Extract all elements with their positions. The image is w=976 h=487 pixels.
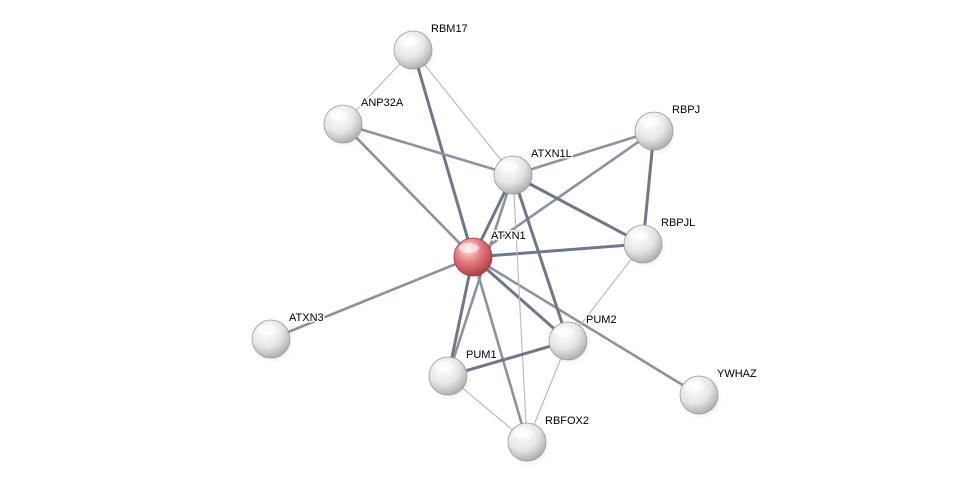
- node-ywhaz[interactable]: YWHAZ: [679, 367, 759, 419]
- node-pum2[interactable]: PUM2: [548, 313, 618, 365]
- edge-atxn1l-rbfox2: [512, 174, 528, 443]
- node-rbfox2[interactable]: RBFOX2: [507, 414, 591, 466]
- edge-rbm17-atxn1l: [412, 49, 514, 176]
- edge-atxn1l-rbpj: [511, 129, 656, 177]
- node-label-atxn3: ATXN3: [289, 312, 324, 324]
- edge-atxn1-rbpj: [471, 129, 656, 259]
- node-highlight: [434, 362, 454, 372]
- node-highlight: [329, 110, 349, 120]
- edge-atxn1-anp32a: [341, 122, 475, 259]
- node-label-pum1: PUM1: [466, 349, 497, 361]
- node-rbm17[interactable]: RBM17: [393, 22, 469, 74]
- node-highlight: [554, 327, 574, 337]
- edge-atxn1l-rbpjl: [511, 173, 645, 246]
- node-label-rbm17: RBM17: [431, 23, 468, 35]
- node-rbpjl[interactable]: RBPJL: [623, 216, 697, 268]
- node-label-ywhaz: YWHAZ: [717, 368, 757, 380]
- edge-atxn1-rbpjl: [471, 242, 645, 259]
- node-highlight: [513, 428, 533, 438]
- node-pum1[interactable]: PUM1: [428, 348, 498, 400]
- node-highlight: [629, 230, 649, 240]
- node-label-anp32a: ANP32A: [361, 97, 404, 109]
- edge-atxn1-rbfox2: [471, 255, 529, 444]
- node-label-rbpj: RBPJ: [672, 104, 700, 116]
- node-atxn3[interactable]: ATXN3: [251, 311, 325, 363]
- node-highlight: [399, 36, 419, 46]
- node-rbpj[interactable]: RBPJ: [634, 103, 702, 155]
- node-highlight: [257, 325, 277, 335]
- node-label-atxn1l: ATXN1L: [531, 148, 572, 160]
- node-atxn1[interactable]: ATXN1: [453, 229, 527, 281]
- node-anp32a[interactable]: ANP32A: [323, 96, 405, 148]
- node-highlight: [459, 243, 479, 253]
- node-label-rbfox2: RBFOX2: [545, 415, 589, 427]
- edge-atxn1-ywhaz: [471, 255, 701, 397]
- node-highlight: [685, 381, 705, 391]
- edge-anp32a-atxn1l: [341, 122, 515, 177]
- edge-atxn1-atxn3: [269, 255, 475, 341]
- node-label-rbpjl: RBPJL: [661, 217, 695, 229]
- edge-atxn1l-pum2: [511, 173, 570, 343]
- node-highlight: [640, 117, 660, 127]
- node-label-atxn1: ATXN1: [491, 230, 526, 242]
- node-highlight: [499, 161, 519, 171]
- node-atxn1l[interactable]: ATXN1L: [493, 147, 573, 199]
- node-label-pum2: PUM2: [586, 314, 617, 326]
